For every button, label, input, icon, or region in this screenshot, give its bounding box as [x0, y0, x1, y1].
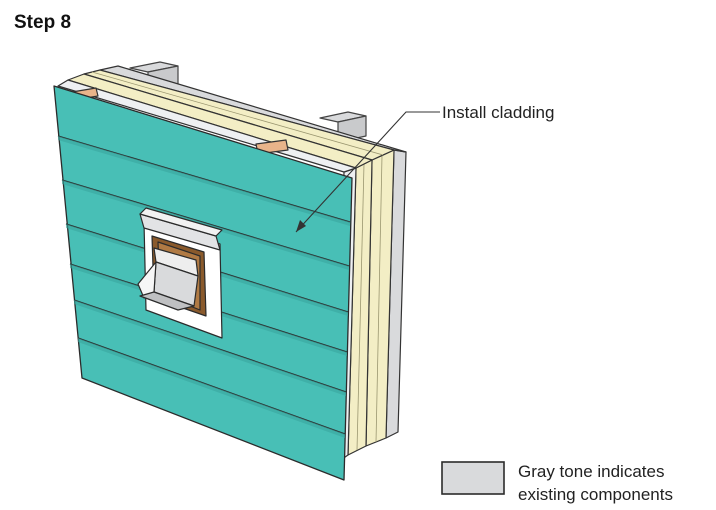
vent-hood-opening — [139, 291, 195, 311]
callout-arrowhead — [296, 220, 306, 232]
legend-text-line2: existing components — [518, 485, 673, 504]
wall-top-layers — [57, 65, 407, 173]
step-title: Step 8 — [14, 12, 72, 33]
vent-hood — [137, 207, 223, 339]
callout-leader — [295, 111, 440, 233]
legend-swatch — [441, 461, 505, 495]
legend-text-line1: Gray tone indicates — [518, 462, 665, 481]
callout-label: Install cladding — [442, 103, 555, 122]
